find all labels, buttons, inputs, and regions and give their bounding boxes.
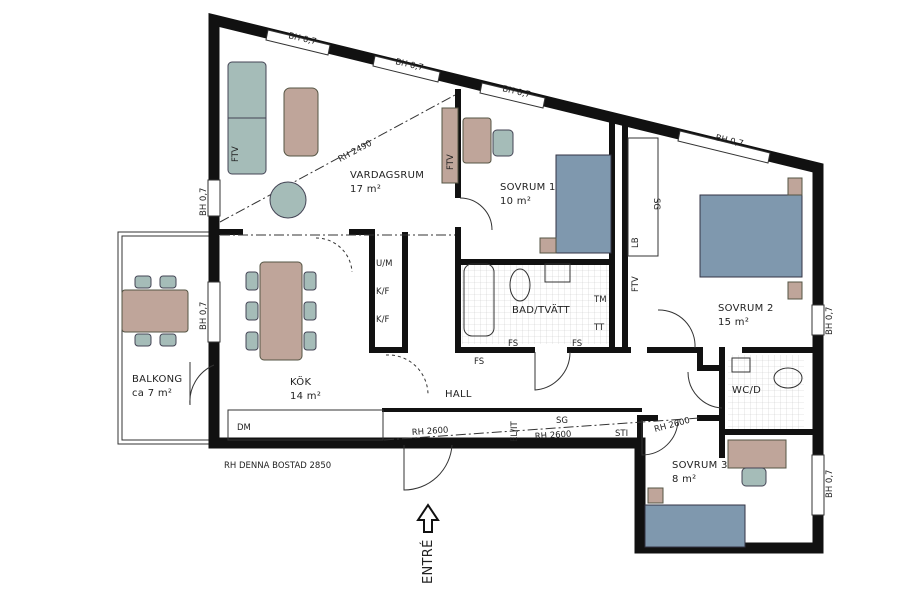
ceiling-height-label: RH 2600 (653, 416, 691, 435)
doors[interactable] (189, 197, 723, 491)
ceiling-height-label: RH 2490 (337, 139, 374, 165)
room-name: KÖK (290, 375, 311, 388)
room-area: ca 7 m² (132, 388, 172, 399)
room-area: 10 m² (500, 196, 531, 207)
room-name: WC/D (732, 385, 761, 396)
room-name: SOVRUM 2 (718, 303, 774, 314)
room-area: 8 m² (672, 474, 697, 485)
room-name: SOVRUM 1 (500, 182, 556, 193)
room-name: HALL (445, 389, 472, 400)
bed (644, 504, 746, 548)
wardrobe (627, 137, 659, 257)
entrance-arrow-icon (416, 503, 440, 533)
cabinet-label: FS (474, 357, 484, 367)
ceiling-height-label: RH 2600 (412, 425, 449, 438)
dryer-label: TT (593, 323, 605, 333)
nightstand (787, 281, 803, 300)
windows (207, 29, 825, 516)
dining-table (259, 261, 303, 361)
toilet (509, 268, 531, 302)
chair (492, 129, 514, 157)
wc-floor (728, 355, 804, 430)
bathroom-floor (462, 262, 610, 344)
wardrobe-label: SG (651, 198, 661, 210)
toilet (773, 367, 803, 389)
nightstand (539, 237, 557, 254)
window-label: BH 0,7 (825, 307, 835, 335)
sink (731, 357, 751, 373)
exterior-walls (208, 12, 824, 554)
room-area: 17 m² (350, 184, 381, 195)
apartment-height-label: RH DENNA BOSTAD 2850 (224, 461, 331, 471)
sofa (227, 61, 267, 175)
tv-outlet-label: FTV (631, 276, 641, 292)
chair (741, 467, 767, 487)
tv-bench (441, 107, 459, 184)
window-label: BH 0,7 (825, 470, 835, 498)
linen-cabinet-label: LB (631, 237, 641, 248)
room-name: VARDAGSRUM (350, 170, 424, 181)
room-name: SOVRUM 3 (672, 460, 728, 471)
kitchen-counter (227, 409, 384, 441)
wardrobe-label: SG (556, 416, 568, 426)
cabinet-label: FS (572, 339, 582, 349)
coffee-table (283, 87, 319, 157)
window-label: BH 0,7 (199, 188, 209, 216)
nightstand (647, 487, 664, 504)
desk (462, 117, 492, 164)
room-area: 15 m² (718, 317, 749, 328)
fridge-label: K/F (376, 287, 389, 297)
entrance-label: ENTRÉ (420, 539, 436, 584)
room-name: BALKONG (132, 374, 182, 385)
window-label: BH 0,7 (199, 302, 209, 330)
balcony-table (121, 289, 189, 333)
ceiling-height-label: RH 2600 (535, 429, 572, 442)
armchair (269, 181, 307, 219)
ceiling-line (219, 94, 456, 223)
electrical-cabinet-label: EL/IT (510, 421, 520, 442)
fridge-label: K/F (376, 315, 389, 325)
dishwasher-label: DM (237, 423, 251, 433)
tv-outlet-label: FTV (231, 146, 241, 162)
cabinet-label: FS (508, 339, 518, 349)
room-name: BAD/TVÄTT (512, 303, 570, 316)
dining-chairs (245, 271, 317, 351)
bathtub (463, 263, 495, 337)
desk (727, 439, 787, 469)
room-area: 14 m² (290, 391, 321, 402)
double-bed (699, 194, 803, 278)
sink (544, 263, 571, 283)
nightstand (787, 177, 803, 196)
balcony-chairs (134, 275, 177, 347)
bed (555, 154, 612, 254)
storage-label: STI (615, 429, 628, 439)
washer-label: TM (593, 295, 607, 305)
ceiling-line (383, 417, 701, 441)
fridge-label: U/M (376, 259, 392, 269)
tv-outlet-label: FTV (446, 154, 456, 170)
